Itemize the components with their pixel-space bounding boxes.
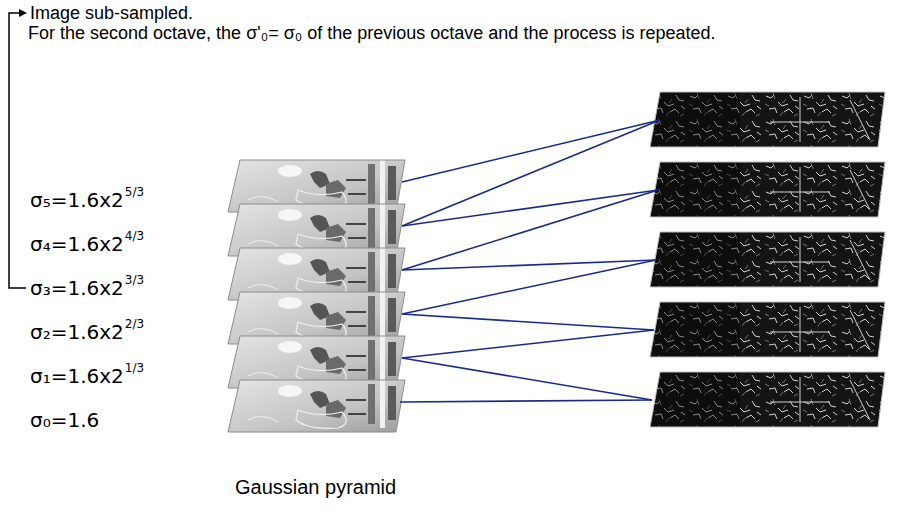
dog-image	[650, 302, 886, 357]
subsample-bracket	[9, 13, 26, 288]
sigma-label: σ₁=1.6x2	[30, 364, 124, 388]
dog-image	[650, 162, 886, 217]
difference-lines	[400, 120, 660, 402]
dog-image	[650, 232, 886, 287]
dog-image	[650, 92, 886, 147]
gaussian-image	[228, 380, 408, 432]
note-text: Image sub-sampled.	[30, 3, 193, 24]
sigma-label: σ₃=1.6x2	[30, 276, 124, 300]
sigma-exponent: 3/3	[125, 273, 144, 287]
dog-image	[650, 372, 886, 427]
sigma-exponent: 4/3	[125, 229, 144, 243]
sigma-label: σ₀=1.6	[30, 408, 99, 432]
sigma-label: σ₂=1.6x2	[30, 320, 124, 344]
sigma-exponent: 5/3	[125, 185, 144, 199]
sigma-exponent: 2/3	[125, 317, 144, 331]
note-text: For the second octave, the σ'₀= σ₀ of th…	[28, 23, 888, 44]
sigma-exponent: 1/3	[125, 361, 144, 375]
figure-caption: Gaussian pyramid	[235, 476, 396, 499]
sigma-label: σ₄=1.6x2	[30, 232, 124, 256]
arrow-head	[19, 9, 27, 17]
sigma-label: σ₅=1.6x2	[30, 188, 124, 212]
